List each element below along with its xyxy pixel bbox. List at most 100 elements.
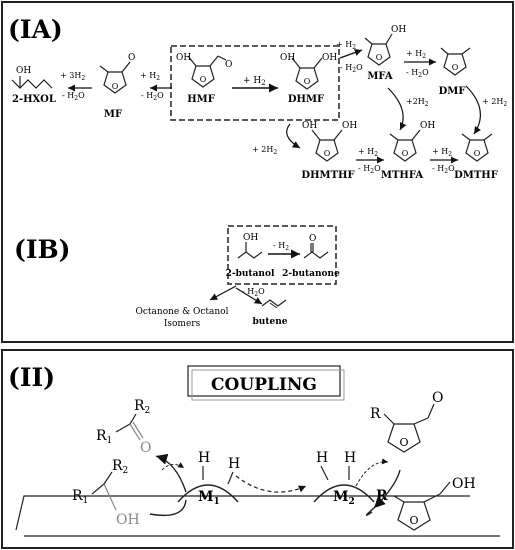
furfural-to-alcohol-arrow: [373, 469, 401, 509]
m2-label: M2: [333, 489, 355, 507]
furfural-aldehyde-o: O: [432, 390, 443, 406]
butanol-to-butanone-reagent: - H2: [273, 241, 289, 252]
alcohol-co-bond: [103, 483, 117, 511]
m1-label: M1: [198, 489, 220, 507]
butanol-label: 2-butanol: [226, 269, 275, 279]
hmf-label: HMF: [187, 94, 215, 105]
furfuryl-alcohol-structure: [393, 481, 451, 531]
hmf-ring-oxygen: O: [200, 75, 207, 84]
h-atom-1: H: [198, 450, 210, 466]
hmf-dhmf-box: [170, 45, 340, 121]
h-atom-2: H: [228, 456, 240, 472]
mfa-to-dmf-reagent: + H2: [406, 49, 426, 60]
mf-label: MF: [104, 109, 122, 120]
octanone-label-2: Isomers: [164, 319, 201, 329]
hmf-structure: [187, 55, 227, 88]
alcohol-r1: R1: [72, 488, 88, 506]
dhmf-to-mfa-reagent: + H2: [336, 40, 356, 51]
dhmf-oh-left: OH: [280, 53, 295, 63]
dhmf-ring-oxygen: O: [304, 77, 311, 86]
ketone-oxygen: O: [140, 440, 151, 456]
hxol-oh: OH: [16, 66, 31, 76]
dhmthf-to-mthfa-reagent: + H2: [358, 147, 378, 158]
furfural-ring-oxygen: O: [399, 436, 408, 449]
furfuryl-oh: OH: [452, 476, 476, 492]
butanol-structure: [237, 251, 263, 259]
furfuryl-r: R: [376, 488, 388, 504]
butanone-label: 2-butanone: [282, 269, 340, 279]
hmf-oh: OH: [176, 53, 191, 63]
dhmf-to-mfa-arrow: [339, 49, 363, 59]
mfa-to-mthfa-reagent: +2H2: [406, 97, 429, 108]
butanol-butanone-box: [227, 225, 337, 285]
butanone-o: O: [309, 234, 316, 244]
mfa-oh: OH: [391, 25, 406, 35]
hmf-to-mf-reagent: + H2: [140, 71, 160, 82]
alcohol-adsorption-arrow: [149, 499, 187, 517]
mthfa-structure: [389, 129, 421, 162]
panel-ii-frame: [1, 349, 514, 549]
hmf-aldehyde-o: O: [225, 60, 232, 70]
mf-to-hxol-water: - H2O: [62, 91, 85, 102]
h-bond-2: [227, 471, 234, 485]
mf-structure: [99, 61, 131, 94]
mthfa-to-dmthf-water: - H2O: [432, 164, 455, 175]
butene-label: butene: [253, 317, 288, 327]
mf-aldehyde-o: O: [128, 53, 135, 63]
dhmf-to-dhmthf-reagent: + 2H2: [252, 145, 277, 156]
furfural-to-alcohol-tail: [365, 507, 375, 516]
panel-i-frame: [1, 1, 514, 343]
butanol-to-butene-arrow: [235, 287, 263, 305]
dhmf-oh-right: OH: [322, 53, 337, 63]
butene-double-bond: [269, 302, 278, 309]
dhmthf-to-mthfa-water: - H2O: [358, 164, 381, 175]
ketone-co-bond-b: [132, 421, 144, 439]
ketone-co-bond-a: [129, 423, 141, 441]
alcohol-oh: OH: [116, 512, 140, 528]
butanol-to-octanone-arrow: [209, 285, 237, 301]
mthfa-oh: OH: [420, 121, 435, 131]
panel-ii-title: (II): [8, 363, 55, 392]
furfural-r: R: [370, 406, 381, 422]
dhmthf-label: DHMTHF: [301, 170, 354, 181]
h-to-furfural-arrow: [355, 458, 389, 487]
dmthf-ring-oxygen: O: [474, 149, 481, 158]
h-bond-3: [320, 465, 329, 481]
ketone-r1: R1: [96, 428, 112, 446]
butanone-structure: [303, 251, 329, 259]
dmf-label: DMF: [439, 86, 466, 97]
mfa-structure: [364, 33, 393, 66]
panel-ib-title: (IB): [14, 235, 70, 264]
h-transfer-arrow: [235, 475, 307, 493]
hmf-to-dhmf-reagent: + H2: [243, 76, 266, 87]
dmf-structure: [440, 47, 471, 76]
dhmthf-oh-left: OH: [302, 121, 317, 131]
h-atom-4: H: [344, 450, 356, 466]
dhmthf-oh-right: OH: [342, 121, 357, 131]
butene-structure: [261, 299, 287, 307]
mfa-to-dmf-water: - H2O: [406, 68, 429, 79]
catalyst-surface-line: [15, 495, 470, 531]
dmthf-structure: [461, 133, 493, 162]
mfa-to-mthfa-arrow: [387, 87, 407, 131]
panel-ia-title: (IA): [8, 15, 63, 44]
ketone-bond-r1: [115, 423, 131, 433]
alcohol-r2: R2: [112, 458, 128, 476]
mf-to-hxol-reagent: + 3H2: [60, 71, 85, 82]
mthfa-ring-oxygen: O: [402, 149, 409, 158]
m2-site: [313, 484, 375, 503]
mfa-label: MFA: [367, 71, 393, 82]
coupling-box: [187, 365, 341, 397]
dmf-to-dmthf-arrow: [465, 85, 481, 135]
furfuryl-ring-oxygen: O: [409, 514, 418, 527]
mthfa-label: MTHFA: [381, 170, 423, 181]
dhmf-to-mfa-water: - H2O: [340, 63, 363, 74]
mfa-ring-oxygen: O: [376, 53, 383, 62]
mthfa-to-dmthf-reagent: + H2: [432, 147, 452, 158]
ketone-dashed-arrow: [161, 462, 185, 471]
dhmf-label: DHMF: [288, 94, 324, 105]
butene-water: - H2O: [242, 287, 265, 298]
dmf-to-dmthf-reagent: + 2H2: [482, 97, 507, 108]
dhmthf-structure: [311, 129, 343, 162]
